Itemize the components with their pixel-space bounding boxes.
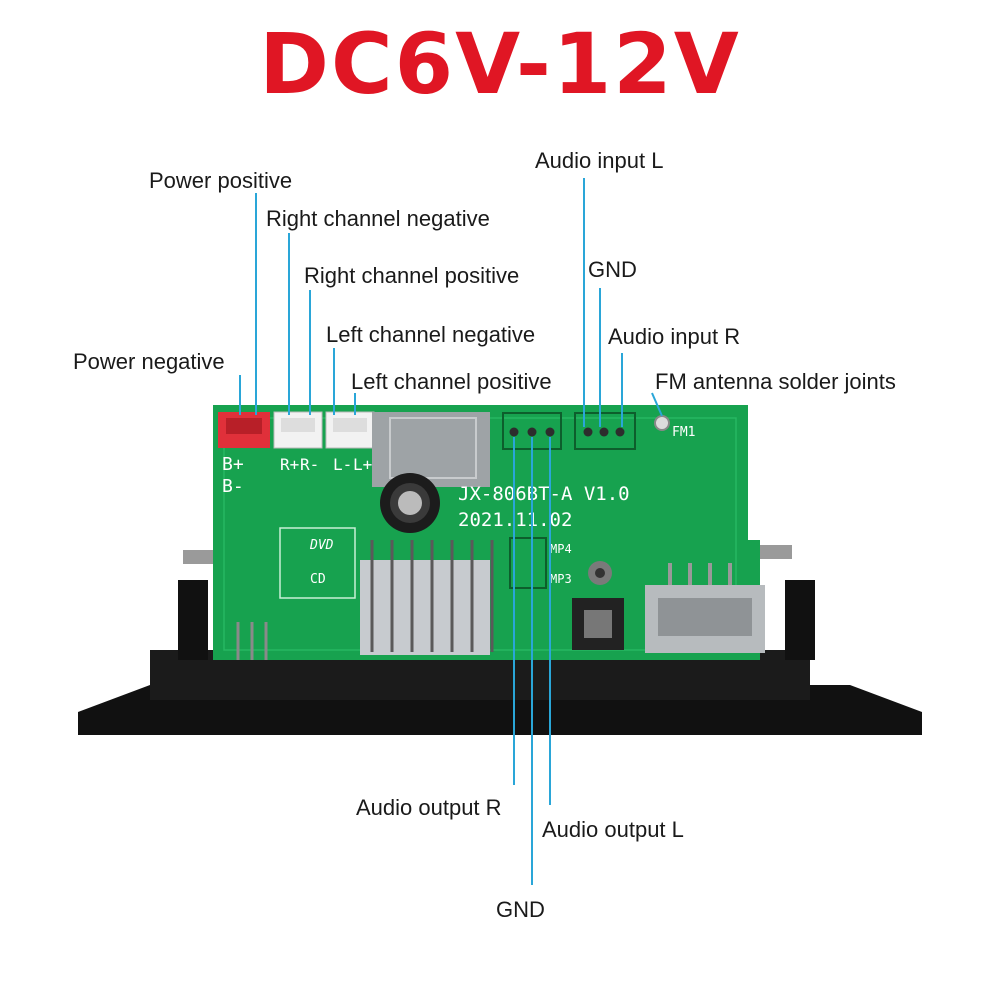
board-model: JX-806BT-A V1.0 [458,483,630,505]
amplifier-chip [360,560,490,655]
bluetooth-module [372,412,490,487]
label-left-channel-negative: Left channel negative [326,322,536,347]
silk-bminus: B- [222,476,244,497]
silk-bplus: B+ [222,454,244,475]
label-gnd-bottom: GND [496,897,545,922]
silk-cd: CD [310,572,326,587]
right-bracket [785,580,815,660]
input-header [574,412,636,450]
chip-pins [370,540,494,652]
label-audio-output-l: Audio output L [542,817,684,842]
label-fm-antenna: FM antenna solder joints [655,369,896,394]
silk-lminus: L- [333,455,352,474]
silk-mp4: MP4 [550,542,572,556]
label-audio-output-r: Audio output R [356,795,502,820]
silk-fm: FM1 [672,425,695,440]
silk-rminus: R- [300,455,319,474]
label-power-negative: Power negative [73,349,225,374]
pcb-board [213,405,760,660]
board-date: 2021.11.02 [458,509,572,531]
label-right-channel-negative: Right channel negative [266,206,490,231]
left-clip [183,550,215,564]
ir-receiver [236,622,268,660]
right-clip [760,545,792,559]
silk-mp3: MP3 [550,572,572,586]
display-outline [509,537,547,589]
label-gnd-top: GND [588,257,637,282]
silk-lplus: L+ [353,455,372,474]
label-power-positive: Power positive [149,168,293,193]
fm-solder-point [654,415,670,431]
label-audio-input-l: Audio input L [535,148,664,173]
silk-rplus: R+ [280,455,299,474]
leader-lines [239,178,663,885]
left-bracket [178,580,208,660]
voltage-title: DC6V-12V [259,15,741,113]
label-audio-input-r: Audio input R [608,324,741,349]
silk-dvd: DVD [309,538,334,553]
label-left-channel-positive: Left channel positive [351,369,552,394]
label-right-channel-positive: Right channel positive [304,263,520,288]
